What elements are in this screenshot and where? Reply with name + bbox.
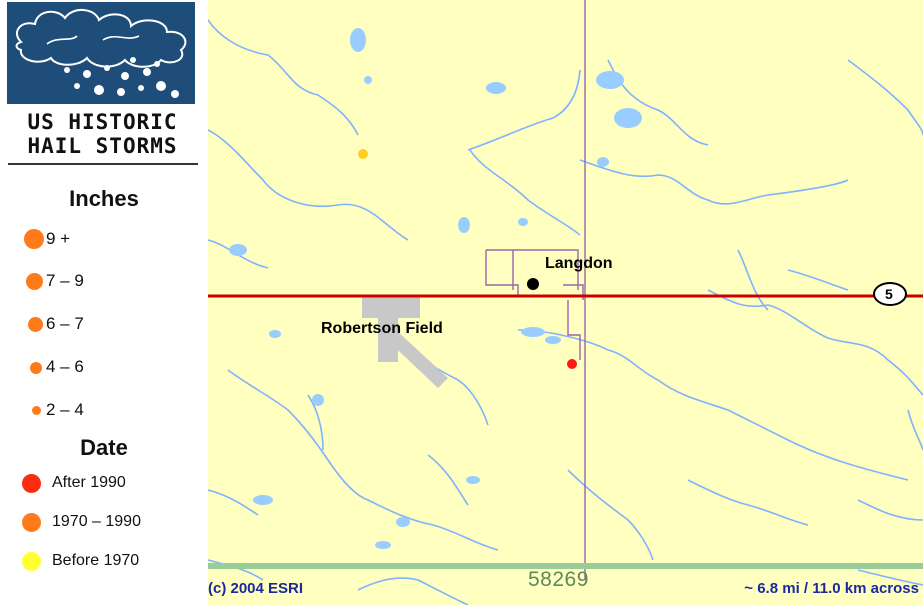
- size-legend-item: 4 – 6: [0, 354, 208, 384]
- streams: [208, 19, 923, 605]
- size-legend-label: 2 – 4: [46, 400, 84, 419]
- logo-line-2: HAIL STORMS: [27, 134, 178, 158]
- size-legend-item: 7 – 9: [0, 268, 208, 298]
- size-legend-item: 6 – 7: [0, 311, 208, 341]
- size-legend-label: 6 – 7: [46, 314, 84, 333]
- route-shield-label: 5: [885, 286, 893, 302]
- size-legend-item: 9 +: [0, 226, 208, 256]
- map-canvas[interactable]: [208, 0, 923, 605]
- date-legend-item: Before 1970: [0, 550, 208, 580]
- size-legend-label: 7 – 9: [46, 271, 84, 290]
- map-view[interactable]: Langdon Robertson Field 5: [208, 0, 923, 605]
- size-legend-item: 2 – 4: [0, 397, 208, 427]
- date-legend-label: 1970 – 1990: [52, 513, 141, 530]
- date-marker-icon: [22, 474, 41, 493]
- hail-size-marker-icon: [26, 273, 43, 290]
- date-legend-heading: Date: [80, 435, 128, 460]
- hail-size-marker-icon: [28, 317, 43, 332]
- boundary-lines: [485, 0, 586, 580]
- airport-label: Robertson Field: [321, 320, 443, 337]
- hail-size-marker-icon: [24, 229, 44, 249]
- town-label: Langdon: [545, 255, 613, 272]
- hail-marker-before-1970[interactable]: [358, 149, 368, 159]
- logo-divider: [8, 163, 198, 165]
- size-legend-label: 4 – 6: [46, 357, 84, 376]
- town-marker-langdon[interactable]: [527, 278, 539, 290]
- zip-code-label: 58269: [528, 568, 589, 591]
- size-legend-heading: Inches: [69, 186, 139, 211]
- land-background: [208, 0, 923, 605]
- route-5-shield-icon[interactable]: [873, 282, 907, 306]
- hail-cloud-icon: [15, 9, 187, 98]
- copyright-text: (c) 2004 ESRI: [208, 580, 304, 597]
- hail-logo: [7, 2, 195, 104]
- size-legend-label: 9 +: [46, 229, 71, 248]
- date-legend-item: After 1990: [0, 472, 208, 502]
- hail-marker-after-1990[interactable]: [567, 359, 577, 369]
- date-legend-item: 1970 – 1990: [0, 511, 208, 541]
- date-legend-label: After 1990: [52, 474, 126, 491]
- lakes: [229, 28, 642, 549]
- legend-panel: US HISTORIC HAIL STORMS Inches 9 + 7 – 9…: [0, 0, 208, 605]
- logo-line-1: US HISTORIC: [27, 110, 178, 134]
- airport-runways: [362, 296, 448, 388]
- date-legend-label: Before 1970: [52, 552, 140, 569]
- date-marker-icon: [22, 552, 41, 571]
- hail-size-marker-icon: [30, 362, 42, 374]
- scale-text: ~ 6.8 mi / 11.0 km across: [744, 580, 919, 597]
- date-marker-icon: [22, 513, 41, 532]
- logo-title: US HISTORIC HAIL STORMS: [0, 110, 205, 158]
- hail-size-marker-icon: [32, 406, 41, 415]
